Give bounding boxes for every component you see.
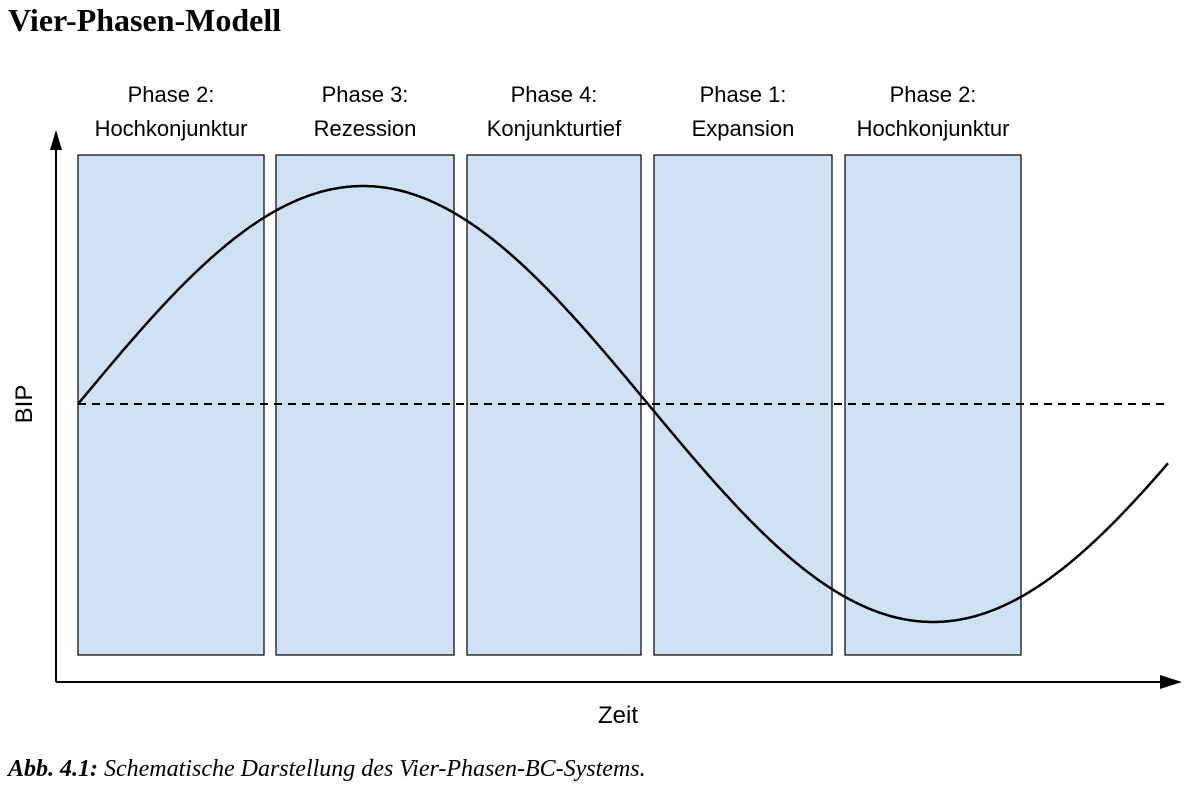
phase-label-number-1: Phase 2: bbox=[128, 82, 215, 107]
phase-label-name-4: Expansion bbox=[692, 116, 795, 141]
y-axis-arrow-icon bbox=[50, 130, 62, 150]
x-axis-arrow-icon bbox=[1160, 675, 1182, 689]
phase-label-name-3: Konjunkturtief bbox=[487, 116, 622, 141]
x-axis-label: Zeit bbox=[598, 702, 638, 729]
phase-label-name-2: Rezession bbox=[314, 116, 417, 141]
figure-caption: Abb. 4.1: Schematische Darstellung des V… bbox=[8, 756, 646, 783]
cycle-curve bbox=[77, 184, 1169, 624]
y-axis-label: BIP bbox=[11, 385, 38, 424]
phase-label-number-2: Phase 3: bbox=[322, 82, 409, 107]
phase-labels: Phase 2: Hochkonjunktur Phase 3: Rezession P… bbox=[95, 82, 1010, 141]
phase-label-number-3: Phase 4: bbox=[511, 82, 598, 107]
caption-text: Schematische Darstellung des Vier-Phasen… bbox=[98, 756, 646, 782]
caption-prefix: Abb. 4.1: bbox=[8, 756, 98, 782]
phase-label-number-4: Phase 1: bbox=[700, 82, 787, 107]
diagram-title: Vier-Phasen-Modell bbox=[8, 2, 282, 38]
phase-label-name-1: Hochkonjunktur bbox=[95, 116, 248, 141]
phase-label-name-5: Hochkonjunktur bbox=[857, 116, 1010, 141]
phase-label-number-5: Phase 2: bbox=[890, 82, 977, 107]
